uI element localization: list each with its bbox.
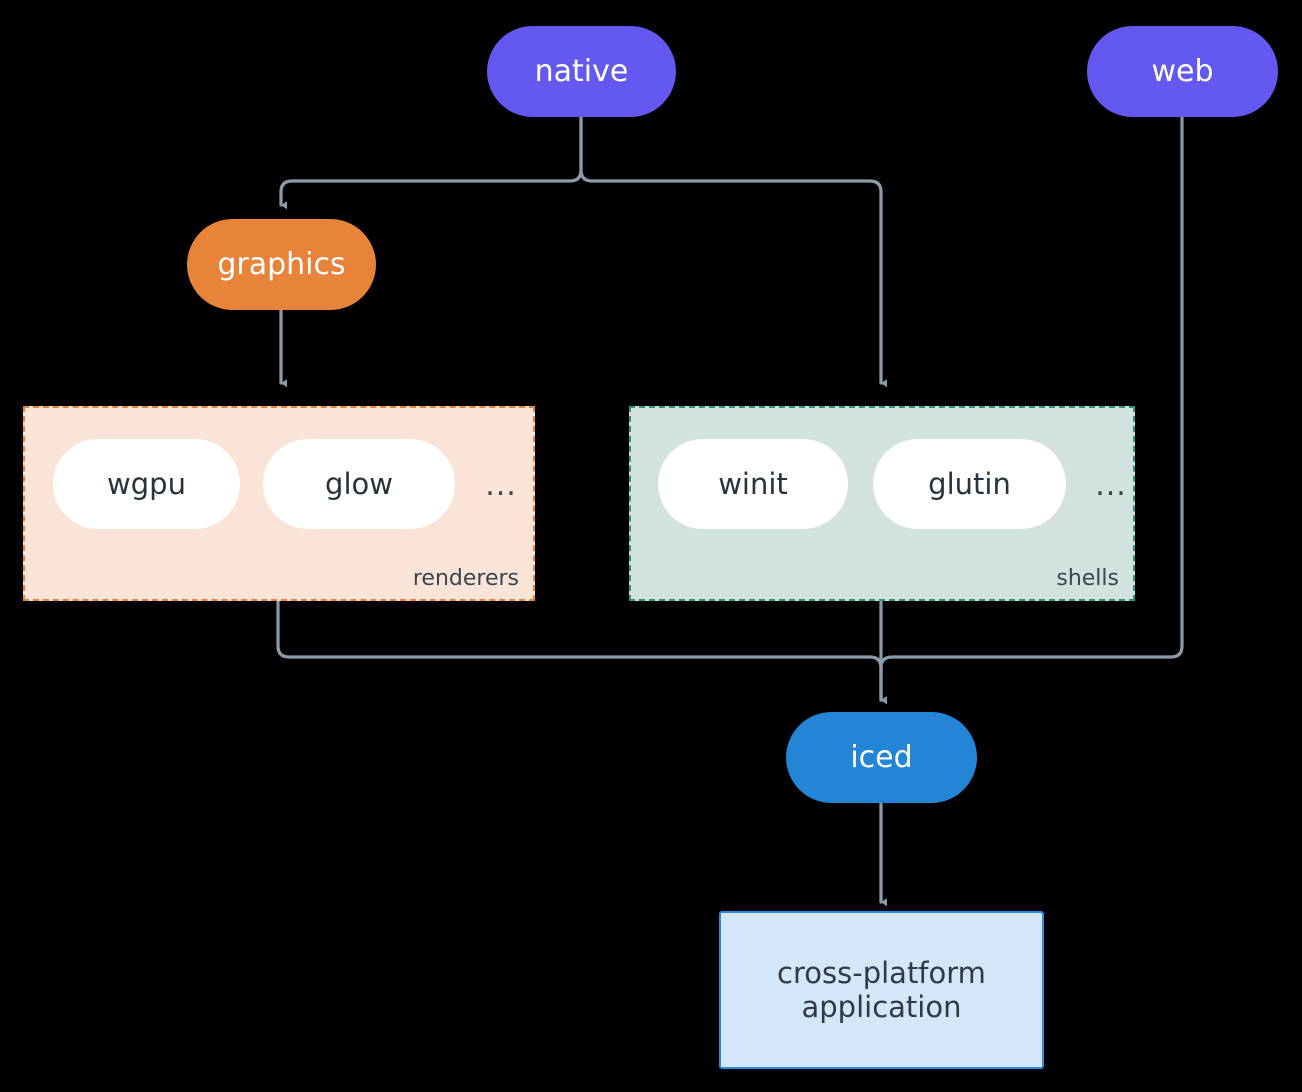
leaf-glutin-label: glutin [928, 467, 1011, 501]
group-shells-label: shells [1056, 566, 1119, 591]
leaf-winit[interactable]: winit [658, 439, 848, 529]
edge-native-split [279, 115, 583, 210]
node-cross-platform-application[interactable]: cross-platform application [719, 911, 1044, 1069]
node-native-label: native [534, 53, 629, 89]
group-renderers: wgpu glow ... renderers [23, 406, 535, 601]
edge-native-shells [579, 115, 888, 388]
leaf-glutin[interactable]: glutin [873, 439, 1066, 529]
node-iced[interactable]: iced [786, 712, 977, 803]
node-native[interactable]: native [487, 26, 676, 117]
node-graphics[interactable]: graphics [187, 219, 376, 310]
leaf-wgpu[interactable]: wgpu [53, 439, 240, 529]
leaf-glow[interactable]: glow [263, 439, 455, 529]
renderers-more-ellipsis: ... [477, 467, 525, 503]
group-shells: winit glutin ... shells [629, 406, 1135, 601]
leaf-winit-label: winit [718, 467, 788, 501]
node-graphics-label: graphics [217, 246, 346, 282]
node-iced-label: iced [850, 739, 913, 775]
leaf-glow-label: glow [325, 467, 393, 501]
edge-renderers-iced [276, 599, 888, 705]
leaf-wgpu-label: wgpu [107, 467, 186, 501]
node-web[interactable]: web [1087, 26, 1278, 117]
group-renderers-label: renderers [412, 566, 519, 591]
shells-more-label: ... [1095, 467, 1127, 503]
shells-more-ellipsis: ... [1087, 467, 1135, 503]
node-application-label: cross-platform application [777, 955, 986, 1024]
renderers-more-label: ... [485, 467, 517, 503]
node-web-label: web [1151, 53, 1214, 89]
